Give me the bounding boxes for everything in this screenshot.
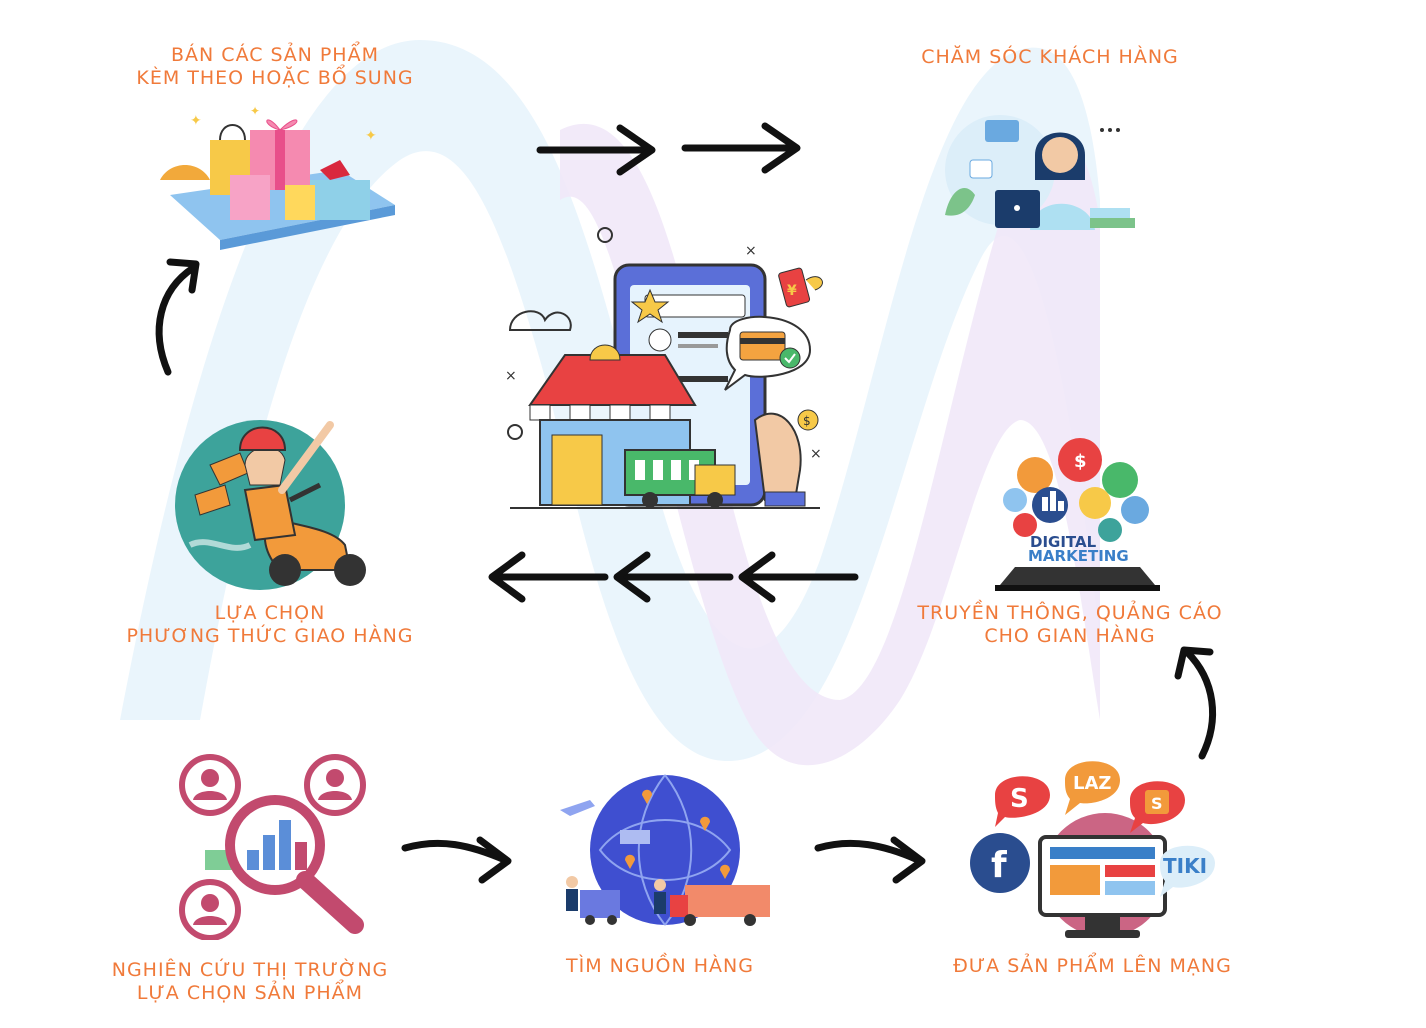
label-delivery: LỰA CHỌN PHƯƠNG THỨC GIAO HÀNG [126, 602, 414, 647]
shopping-bags-gifts-icon: ✦ ✦ ✦ [160, 104, 395, 250]
facebook-logo-icon: f [970, 833, 1030, 893]
svg-text:✦: ✦ [365, 128, 377, 144]
svg-text:DIGITAL: DIGITAL [1030, 533, 1097, 551]
svg-text:MARKETING: MARKETING [1028, 547, 1129, 565]
user-icon [304, 754, 366, 816]
customer-support-agent-icon [945, 115, 1135, 230]
arrow-top-right [536, 122, 801, 176]
user-icon [179, 754, 241, 816]
online-shop-smartphone-icon: × × × ¥ $ [505, 227, 823, 509]
svg-text:$: $ [803, 414, 811, 428]
svg-text:LAZ: LAZ [1073, 773, 1111, 794]
svg-text:¥: ¥ [787, 283, 797, 299]
arrow-delivery-to-bundle [155, 258, 200, 376]
label-sourcing: TÌM NGUỒN HÀNG [566, 955, 754, 977]
arrow-online-to-marketing [1174, 646, 1217, 760]
svg-text:S: S [1010, 784, 1029, 814]
svg-text:×: × [505, 368, 517, 384]
market-research-magnifier-icon [179, 754, 366, 940]
global-logistics-globe-icon [560, 774, 770, 926]
user-icon [179, 879, 241, 940]
label-marketing: TRUYỀN THÔNG, QUẢNG CÁO CHO GIAN HÀNG [917, 602, 1223, 647]
label-sell-bundle: BÁN CÁC SẢN PHẨM KÈM THEO HOẶC BỔ SUNG [136, 44, 414, 89]
lazada-logo-icon: LAZ [1065, 761, 1120, 815]
svg-text:f: f [991, 845, 1007, 886]
label-research: NGHIÊN CỨU THỊ TRƯỜNG LỰA CHỌN SẢN PHẨM [111, 959, 389, 1004]
svg-text:$: $ [1074, 451, 1087, 472]
delivery-scooter-icon [175, 420, 366, 590]
svg-text:✦: ✦ [250, 104, 260, 118]
arrow-research-to-sourcing [401, 836, 512, 884]
svg-text:×: × [745, 243, 757, 259]
svg-text:×: × [810, 446, 822, 462]
sendo-logo-icon: S [995, 776, 1050, 827]
digital-marketing-icon: $ DIGITAL MARKETING [995, 438, 1160, 591]
ecommerce-platforms-computer-icon: S LAZ S f TIKI [970, 761, 1215, 938]
shopee-logo-icon: S [1130, 781, 1185, 833]
svg-text:TIKI: TIKI [1163, 854, 1207, 878]
svg-text:S: S [1151, 794, 1163, 813]
tiki-logo-icon: TIKI [1160, 845, 1215, 897]
label-customer-care: CHĂM SÓC KHÁCH HÀNG [921, 46, 1179, 68]
arrow-sourcing-to-online [814, 836, 926, 884]
svg-text:✦: ✦ [190, 113, 202, 129]
arrow-middle-left [488, 551, 859, 603]
label-online: ĐƯA SẢN PHẨM LÊN MẠNG [953, 955, 1232, 977]
